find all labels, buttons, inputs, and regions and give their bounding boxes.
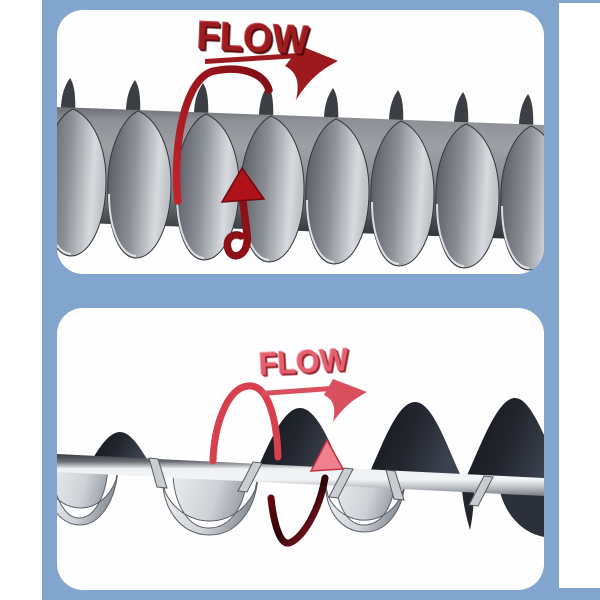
flight-edge-tail	[462, 490, 474, 530]
flight-cups-light	[57, 467, 406, 536]
solid-shaft-auger-illustration	[57, 46, 544, 271]
flight-partial-right	[500, 492, 544, 537]
ribbon-cross-slivers	[148, 457, 494, 507]
flow-label-top: FLOW	[196, 14, 310, 63]
auger-flight-back-tips	[60, 78, 534, 134]
flow-label-bottom: FLOW	[258, 341, 350, 382]
rotation-direction-arrow	[209, 382, 345, 547]
thin-shaft	[57, 454, 544, 496]
ribbon-auger-illustration	[57, 379, 544, 547]
flow-direction-arrow	[261, 379, 367, 422]
page-margin-right	[559, 3, 600, 588]
flow-direction-arrow	[205, 46, 338, 100]
top-panel-solid-shaft-auger: FLOW	[57, 10, 544, 274]
bottom-panel-ribbon-auger: FLOW	[57, 308, 544, 590]
rotation-direction-arrow	[172, 65, 273, 260]
